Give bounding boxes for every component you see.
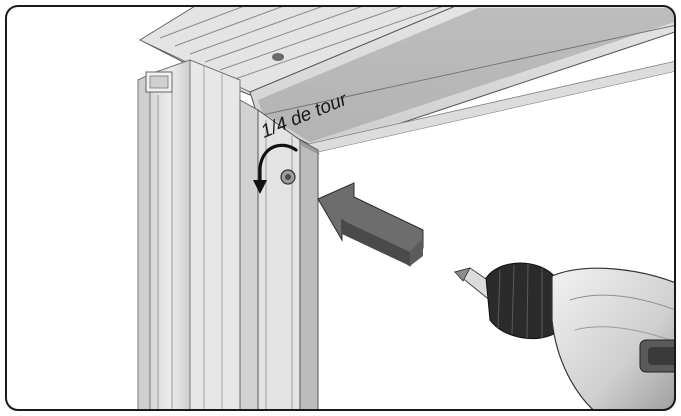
- screw-head-icon: [280, 169, 296, 185]
- corner-post: [239, 99, 319, 410]
- top-beam: [249, 6, 675, 156]
- curved-arrow-counterclockwise-icon: [253, 143, 298, 194]
- power-drill-icon: [453, 262, 675, 410]
- block-arrow-pointing-left-icon: [317, 182, 424, 267]
- figure-frame: [5, 5, 676, 411]
- left-posts: [137, 59, 241, 410]
- roof-panel: [138, 6, 675, 96]
